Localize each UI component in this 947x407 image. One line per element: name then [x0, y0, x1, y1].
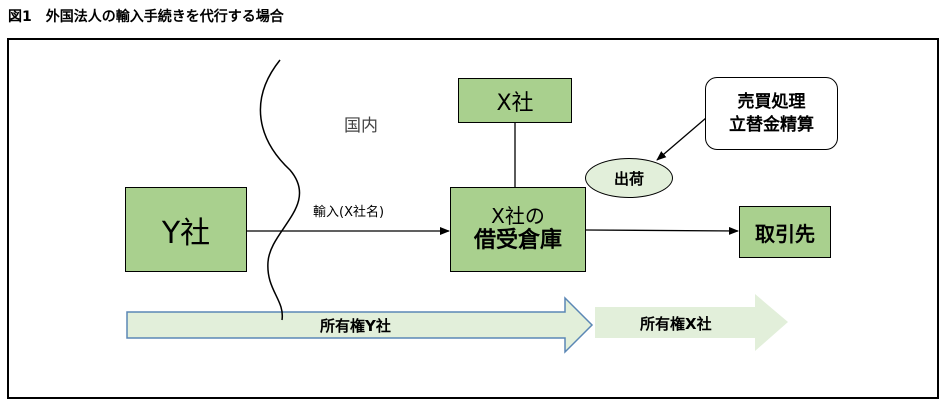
- diagram-frame: [7, 38, 939, 399]
- figure-title: 図1 外国法人の輸入手続きを代行する場合: [8, 9, 284, 25]
- border-wave-line: [259, 59, 301, 321]
- x-company-box: X社: [458, 78, 572, 123]
- y-company-box: Y社: [125, 187, 247, 272]
- warehouse-line2: 借受倉庫: [473, 228, 562, 254]
- warehouse-line1: X社の: [491, 204, 545, 229]
- ownership-y-arrow: [126, 296, 594, 354]
- settlement-note-box: 売買処理 立替金精算: [705, 77, 838, 150]
- trading-partner-box: 取引先: [739, 206, 831, 258]
- domestic-label: 国内: [344, 116, 378, 136]
- shipping-arrow: [585, 226, 739, 235]
- ownership-x-arrow: [595, 294, 788, 351]
- ownership-y-label: 所有権Y社: [320, 317, 391, 335]
- ownership-x-label: 所有権X社: [640, 315, 712, 333]
- import-label: 輸入(X社名): [313, 205, 385, 220]
- note-to-shipment-arrow: [656, 111, 714, 161]
- note-line2: 立替金精算: [729, 114, 814, 135]
- note-line1: 売買処理: [737, 91, 806, 112]
- shipment-ellipse: 出荷: [585, 158, 673, 198]
- warehouse-box: X社の 借受倉庫: [450, 187, 586, 272]
